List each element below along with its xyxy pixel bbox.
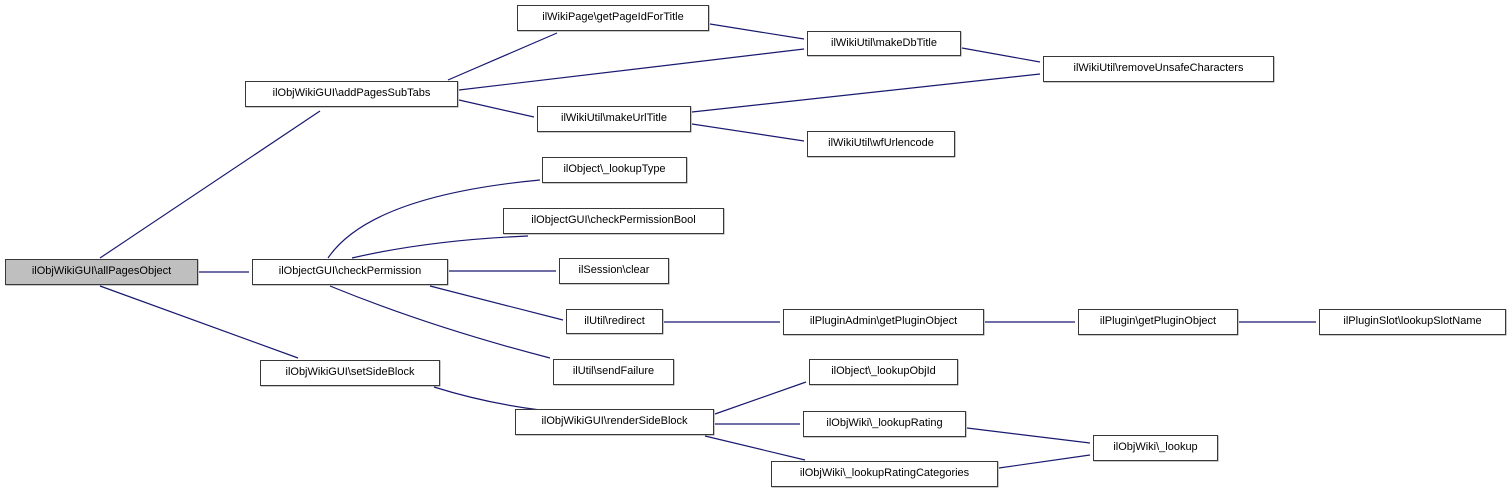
graph-node-makeDbTitle[interactable]: ilWikiUtil\makeDbTitle (807, 31, 961, 56)
edge-addPagesSubTabs-getPageIdForTitle (447, 32, 558, 81)
graph-node-setSideBlock[interactable]: ilObjWikiGUI\setSideBlock (260, 360, 440, 386)
edge-addPagesSubTabs-makeDbTitle (458, 48, 805, 91)
graph-node-lookupRating[interactable]: ilObjWiki\_lookupRating (803, 411, 966, 437)
edge-checkPermission-checkPermissionBool (351, 235, 529, 259)
edge-allPagesObject-addPagesSubTabs (99, 110, 321, 259)
graph-node-sessionClear[interactable]: ilSession\clear (559, 258, 669, 284)
edge-allPagesObject-setSideBlock (99, 285, 299, 359)
edge-makeUrlTitle-wfUrlencode (691, 123, 805, 142)
graph-node-lookupSlotName[interactable]: ilPluginSlot\lookupSlotName (1319, 309, 1506, 335)
edge-renderSideBlock-lookupObjId (714, 381, 807, 415)
graph-node-allPagesObject: ilObjWikiGUI\allPagesObject (5, 259, 198, 285)
edge-checkPermission-sendFailure (329, 285, 551, 359)
edge-checkPermission-redirect (429, 285, 564, 321)
graph-node-sendFailure[interactable]: ilUtil\sendFailure (553, 359, 674, 385)
graph-node-checkPermissionBool[interactable]: ilObjectGUI\checkPermissionBool (503, 208, 724, 234)
edge-getPageIdForTitle-makeDbTitle (709, 23, 805, 40)
graph-node-addPagesSubTabs[interactable]: ilObjWikiGUI\addPagesSubTabs (245, 81, 458, 107)
edge-lookupRating-lookup (966, 427, 1091, 444)
graph-node-makeUrlTitle[interactable]: ilWikiUtil\makeUrlTitle (537, 106, 691, 132)
edge-makeUrlTitle-removeUnsafeCharacters (691, 73, 1041, 113)
graph-node-checkPermission[interactable]: ilObjectGUI\checkPermission (252, 259, 448, 285)
edge-checkPermission-lookupType (327, 179, 541, 259)
edge-makeDbTitle-removeUnsafeCharacters (961, 47, 1041, 63)
graph-node-removeUnsafeCharacters[interactable]: ilWikiUtil\removeUnsafeCharacters (1043, 56, 1274, 82)
graph-node-wfUrlencode[interactable]: ilWikiUtil\wfUrlencode (807, 131, 955, 157)
graph-node-pluginGetPluginObject[interactable]: ilPlugin\getPluginObject (1078, 309, 1238, 335)
edge-renderSideBlock-lookupRatingCategories (704, 435, 806, 461)
graph-node-lookupRatingCategories[interactable]: ilObjWiki\_lookupRatingCategories (771, 461, 998, 487)
graph-node-pluginAdminGetPluginObject[interactable]: ilPluginAdmin\getPluginObject (783, 309, 984, 335)
edge-addPagesSubTabs-makeUrlTitle (458, 99, 535, 118)
graph-node-redirect[interactable]: ilUtil\redirect (566, 309, 663, 334)
edge-setSideBlock-renderSideBlock (433, 386, 541, 411)
graph-node-lookupObjId[interactable]: ilObject\_lookupObjId (809, 359, 958, 385)
graph-node-lookup[interactable]: ilObjWiki\_lookup (1093, 435, 1218, 461)
graph-node-renderSideBlock[interactable]: ilObjWikiGUI\renderSideBlock (515, 409, 714, 435)
graph-node-getPageIdForTitle[interactable]: ilWikiPage\getPageIdForTitle (517, 5, 709, 31)
edge-lookupRatingCategories-lookup (998, 454, 1091, 469)
graph-node-lookupType[interactable]: ilObject\_lookupType (542, 157, 687, 183)
